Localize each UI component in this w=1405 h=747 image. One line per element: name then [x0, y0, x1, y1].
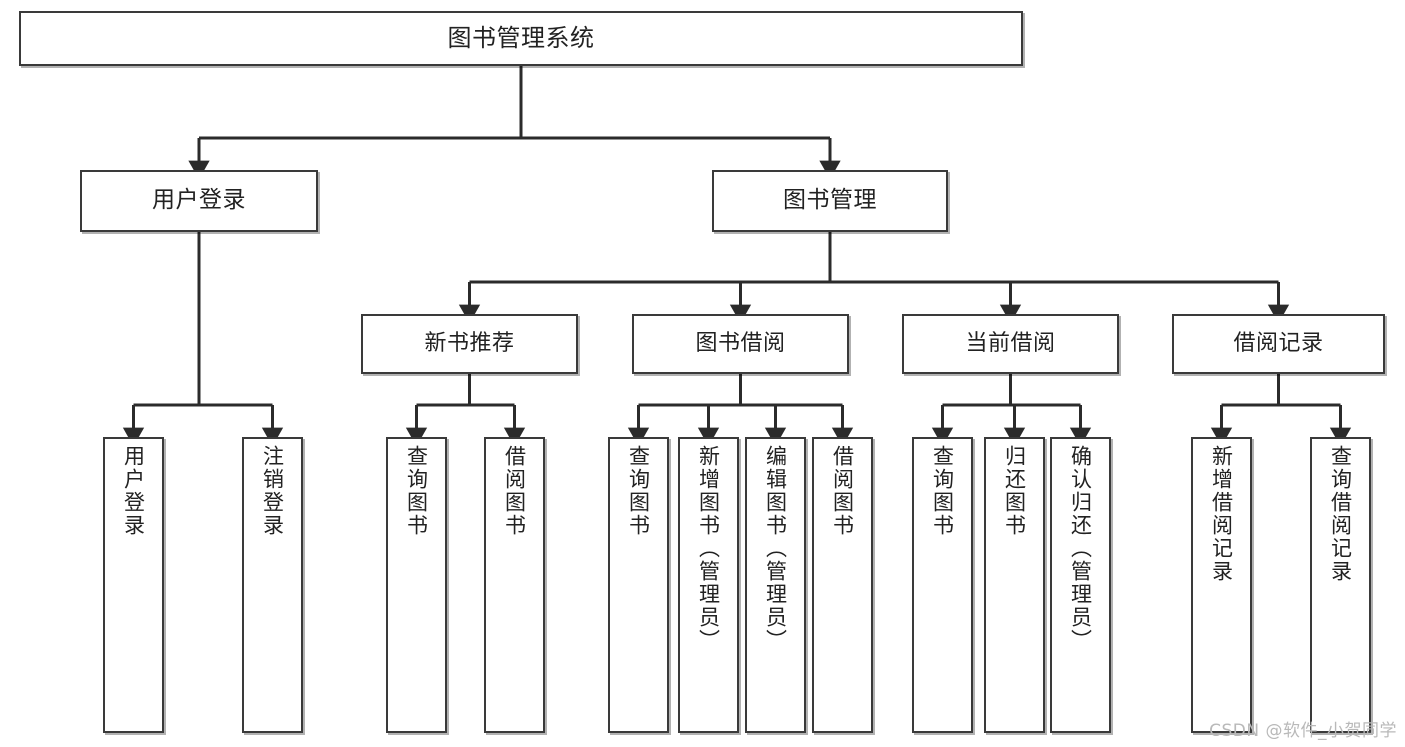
node-label: 当前借阅 — [965, 331, 1056, 357]
node-leaf-return-book[interactable]: 归还图书 — [984, 437, 1045, 733]
node-leaf-confirm-return[interactable]: 确认归还（管理员） — [1050, 437, 1111, 733]
node-label: 查询图书 — [626, 445, 651, 537]
node-leaf-borrow-book-2[interactable]: 借阅图书 — [812, 437, 873, 733]
node-leaf-query-record[interactable]: 查询借阅记录 — [1310, 437, 1371, 733]
node-label: 图书管理系统 — [447, 24, 595, 53]
node-leaf-query-book-1[interactable]: 查询图书 — [386, 437, 447, 733]
node-label: 归还图书 — [1002, 445, 1027, 537]
node-label: 查询图书 — [404, 445, 429, 537]
node-leaf-edit-book[interactable]: 编辑图书（管理员） — [745, 437, 806, 733]
node-leaf-user-login[interactable]: 用户登录 — [103, 437, 164, 733]
node-current-borrow[interactable]: 当前借阅 — [902, 314, 1119, 374]
node-label: 查询借阅记录 — [1328, 445, 1353, 583]
node-label: 新增图书（管理员） — [696, 445, 721, 652]
node-root[interactable]: 图书管理系统 — [19, 11, 1023, 66]
node-label: 借阅图书 — [502, 445, 527, 537]
node-label: 注销登录 — [260, 445, 285, 537]
node-label: 编辑图书（管理员） — [763, 445, 788, 652]
node-label: 图书管理 — [783, 187, 877, 214]
node-label: 借阅图书 — [830, 445, 855, 537]
node-new-book-recommend[interactable]: 新书推荐 — [361, 314, 578, 374]
watermark: CSDN @软件_小贺同学 — [1209, 721, 1397, 741]
node-leaf-query-book-2[interactable]: 查询图书 — [608, 437, 669, 733]
node-label: 用户登录 — [121, 445, 146, 537]
node-book-manage[interactable]: 图书管理 — [712, 170, 948, 232]
node-label: 借阅记录 — [1233, 331, 1324, 357]
node-leaf-add-record[interactable]: 新增借阅记录 — [1191, 437, 1252, 733]
node-label: 确认归还（管理员） — [1068, 445, 1093, 652]
node-label: 用户登录 — [152, 187, 246, 214]
node-leaf-add-book[interactable]: 新增图书（管理员） — [678, 437, 739, 733]
node-leaf-user-logout[interactable]: 注销登录 — [242, 437, 303, 733]
node-label: 查询图书 — [930, 445, 955, 537]
node-leaf-query-book-3[interactable]: 查询图书 — [912, 437, 973, 733]
node-user-login[interactable]: 用户登录 — [80, 170, 318, 232]
node-label: 新增借阅记录 — [1209, 445, 1234, 583]
node-label: 图书借阅 — [695, 331, 786, 357]
node-leaf-borrow-book-1[interactable]: 借阅图书 — [484, 437, 545, 733]
node-book-borrow[interactable]: 图书借阅 — [632, 314, 849, 374]
node-borrow-record[interactable]: 借阅记录 — [1172, 314, 1385, 374]
node-label: 新书推荐 — [424, 331, 515, 357]
